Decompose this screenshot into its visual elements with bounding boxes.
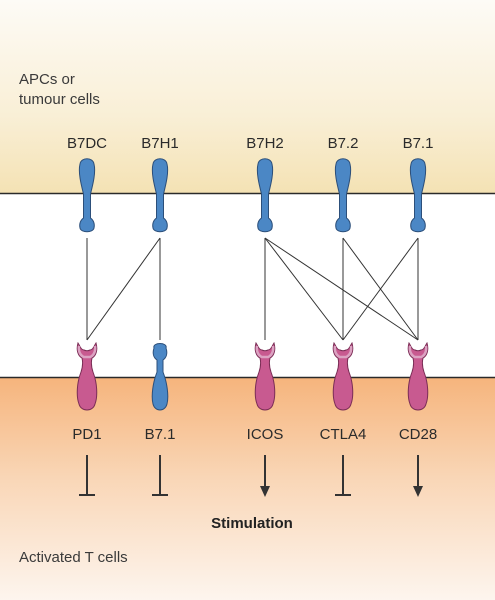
tcell-region (0, 377, 495, 600)
receptor-b7-1 (151, 343, 169, 411)
tcell-region-label: Activated T cells (19, 549, 128, 566)
receptor-highlight-ctla4 (333, 345, 353, 359)
ligand-label-b7-1: B7.1 (402, 135, 434, 152)
link-b7-1-ctla4 (342, 237, 419, 341)
ligand-molecules (78, 158, 427, 233)
apc-label-line1: APCs or (19, 71, 75, 88)
link-b7h2-ctla4 (264, 237, 344, 341)
signal-arrows (79, 455, 423, 497)
receptor-molecules (76, 341, 429, 411)
stimulation-arrowhead-icos (260, 486, 270, 497)
receptor-label-ctla4: CTLA4 (319, 426, 367, 443)
ligand-label-b7-2: B7.2 (327, 135, 359, 152)
ligand-b7dc (78, 158, 96, 233)
receptor-icos (254, 341, 276, 411)
ligand-label-b7h1: B7H1 (141, 135, 179, 152)
stimulation-arrowhead-cd28 (413, 486, 423, 497)
receptor-pd1 (76, 341, 98, 411)
receptor-ctla4 (332, 341, 354, 411)
ligand-b7-1 (409, 158, 427, 233)
apc-label-line2: tumour cells (19, 91, 100, 108)
receptor-label-pd1: PD1 (72, 426, 102, 443)
receptor-highlight-pd1 (77, 345, 97, 359)
ligand-label-b7dc: B7DC (66, 135, 108, 152)
receptor-cd28 (407, 341, 429, 411)
apc-region-label: APCs or tumour cells (19, 70, 100, 110)
receptor-label-icos: ICOS (246, 426, 284, 443)
link-b7h1-pd1 (86, 237, 161, 341)
interaction-lines (86, 237, 419, 341)
ligand-b7h2 (256, 158, 274, 233)
receptor-label-b7-1: B7.1 (144, 426, 176, 443)
receptor-highlight-icos (255, 345, 275, 359)
receptor-highlight-cd28 (408, 345, 428, 359)
link-b7h2-cd28 (264, 237, 419, 341)
ligand-b7-2 (334, 158, 352, 233)
receptor-label-cd28: CD28 (398, 426, 438, 443)
stimulation-label: Stimulation (211, 515, 293, 532)
ligand-b7h1 (151, 158, 169, 233)
ligand-label-b7h2: B7H2 (246, 135, 284, 152)
